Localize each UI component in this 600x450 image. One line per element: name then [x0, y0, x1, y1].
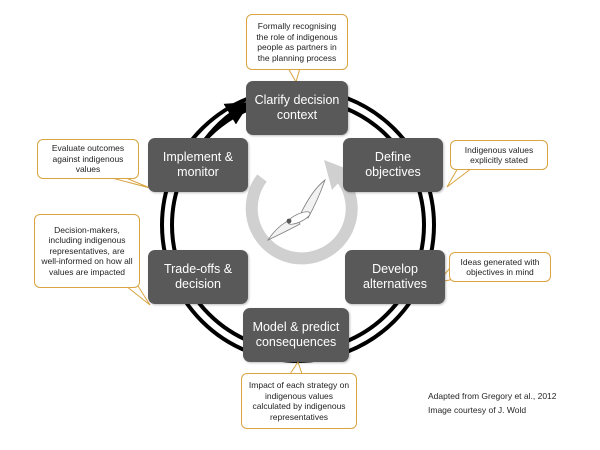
step-trade-offs-decision: Trade-offs & decision	[148, 250, 248, 304]
callout-develop: Ideas generated with objectives in mind	[449, 252, 551, 282]
step-model-predict-consequences: Model & predict consequences	[243, 308, 349, 362]
bird-in-circular-arrow-icon	[245, 160, 358, 265]
callout-tail-1	[287, 67, 301, 84]
bird-icon	[266, 178, 326, 241]
step-develop-alternatives: Develop alternatives	[345, 250, 445, 304]
callout-tail-5	[124, 285, 151, 306]
callout-model: Impact of each strategy on indigenous va…	[241, 373, 357, 429]
callout-tail-2	[446, 167, 474, 188]
step-implement-monitor: Implement & monitor	[148, 138, 248, 192]
cycle-arrow	[203, 101, 251, 142]
credit-image-courtesy: Image courtesy of J. Wold	[428, 405, 527, 415]
callout-trade-offs: Decision-makers, including indigenous re…	[34, 214, 140, 288]
callout-clarify: Formally recognising the role of indigen…	[246, 14, 348, 70]
callout-implement: Evaluate outcomes against indigenous val…	[37, 139, 139, 179]
callout-define: Indigenous values explicitly stated	[450, 140, 548, 170]
step-clarify-decision-context: Clarify decision context	[246, 81, 348, 135]
callout-tail-6	[111, 177, 151, 189]
credit-adapted-from: Adapted from Gregory et al., 2012	[428, 391, 557, 401]
step-define-objectives: Define objectives	[343, 138, 443, 192]
